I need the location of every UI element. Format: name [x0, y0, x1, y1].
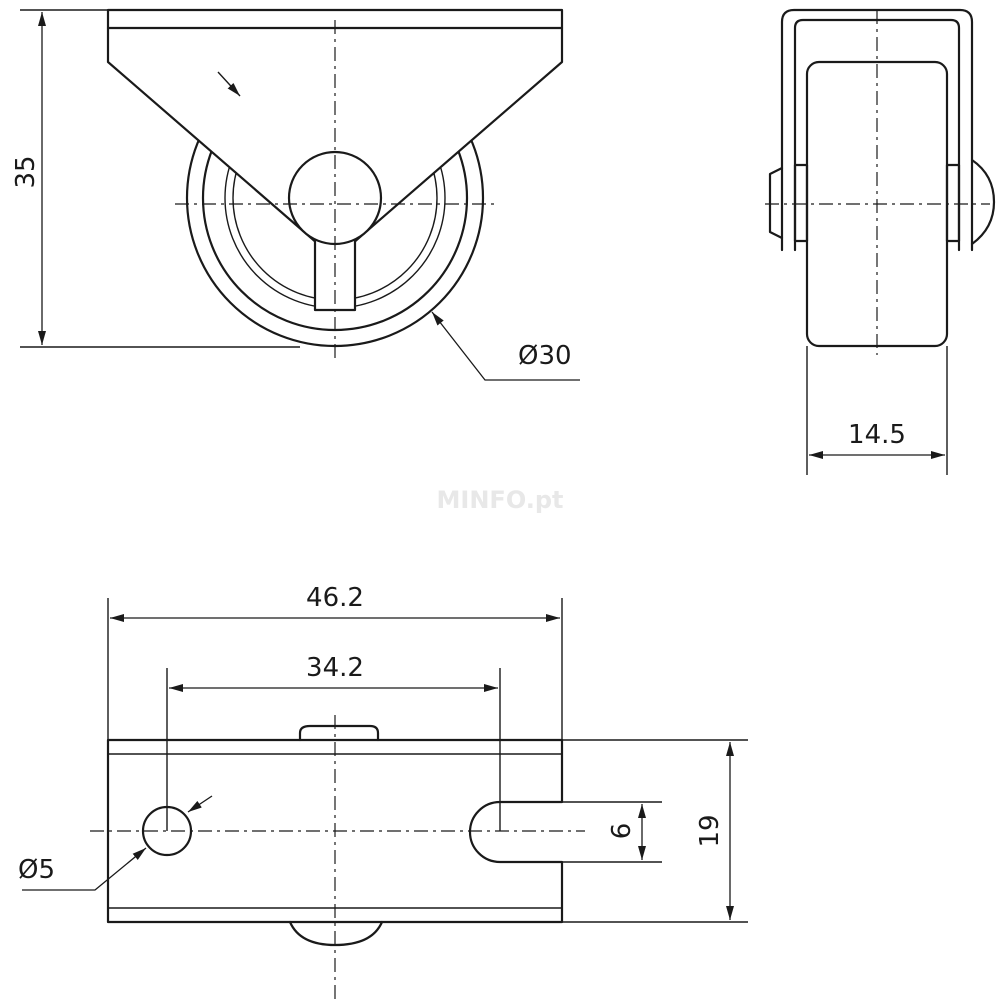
top-view: 46.2 34.2 Ø5 6 19 [18, 583, 748, 1000]
direction-arrow [217, 71, 241, 97]
watermark: MINFO.pt [437, 486, 564, 514]
axle-washer-right [945, 163, 961, 243]
dim-30-label: Ø30 [518, 341, 572, 371]
front-view: 35 Ø30 [11, 8, 580, 381]
axle-head-right [970, 158, 996, 246]
dim-5-leader [22, 847, 147, 891]
dim-462-label: 46.2 [306, 583, 364, 613]
axle-washer-left [793, 163, 809, 243]
top-wheel-bump-top [298, 724, 380, 742]
dim-145-label: 14.5 [848, 420, 906, 450]
dim-342-label: 34.2 [306, 653, 364, 683]
dim-5-label: Ø5 [18, 855, 55, 885]
dim-35-label: 35 [11, 155, 41, 188]
axle-nut-left [768, 166, 784, 240]
dim-19-label: 19 [695, 814, 725, 847]
top-wheel-bump-bottom [288, 920, 384, 947]
base-plate [106, 738, 564, 924]
dim-30-leader [431, 311, 580, 381]
dim-6-label: 6 [607, 823, 637, 840]
side-view: 14.5 [765, 8, 996, 475]
dim-5-arrow-top [187, 795, 213, 813]
